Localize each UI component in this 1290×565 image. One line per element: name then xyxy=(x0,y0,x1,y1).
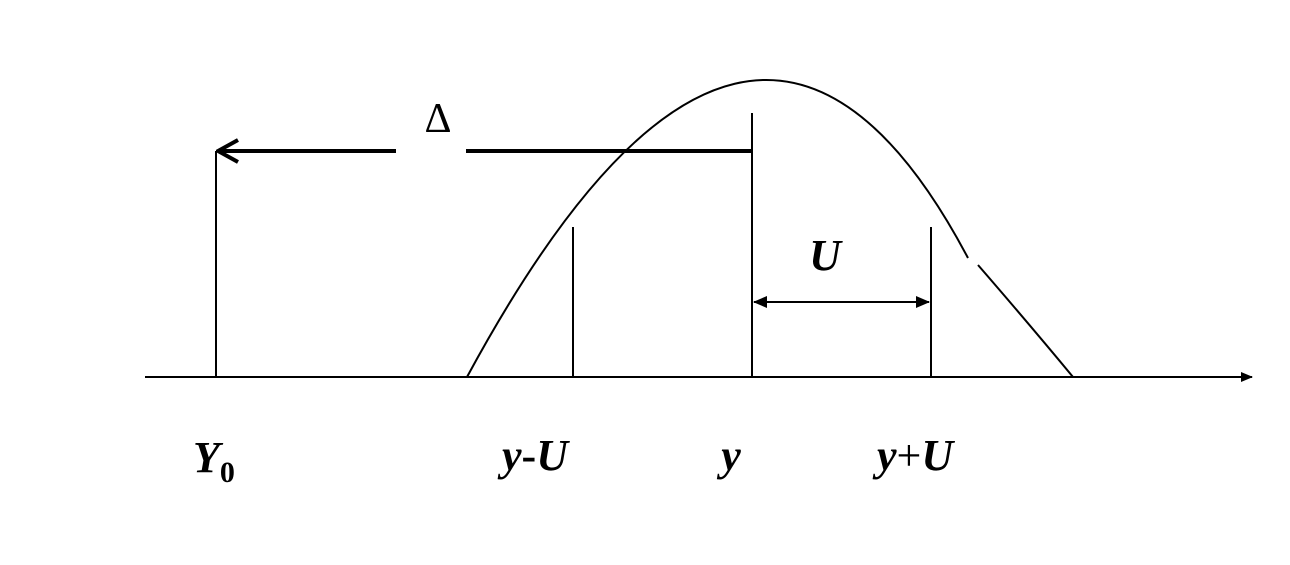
y-minus-u-label-minus: - xyxy=(522,431,537,480)
y-minus-u-label-y: y xyxy=(497,431,522,480)
delta-label: Δ xyxy=(424,96,451,142)
y0-label-subscript: 0 xyxy=(220,456,235,489)
y-minus-u-label-u: U xyxy=(536,431,570,480)
distribution-curve-right xyxy=(977,264,1074,378)
y0-label: Y0 xyxy=(193,433,235,489)
u-interval-label: U xyxy=(809,231,843,280)
y-plus-u-label-y: y xyxy=(872,431,897,480)
y-minus-u-label: y-U xyxy=(497,431,570,480)
distribution-curve-left xyxy=(466,78,969,378)
y-center-label: y xyxy=(716,431,741,480)
y-plus-u-label: y+U xyxy=(872,431,955,480)
y-plus-u-label-plus: + xyxy=(897,431,922,480)
y-plus-u-label-u: U xyxy=(921,431,955,480)
y0-label-main: Y xyxy=(193,433,224,482)
